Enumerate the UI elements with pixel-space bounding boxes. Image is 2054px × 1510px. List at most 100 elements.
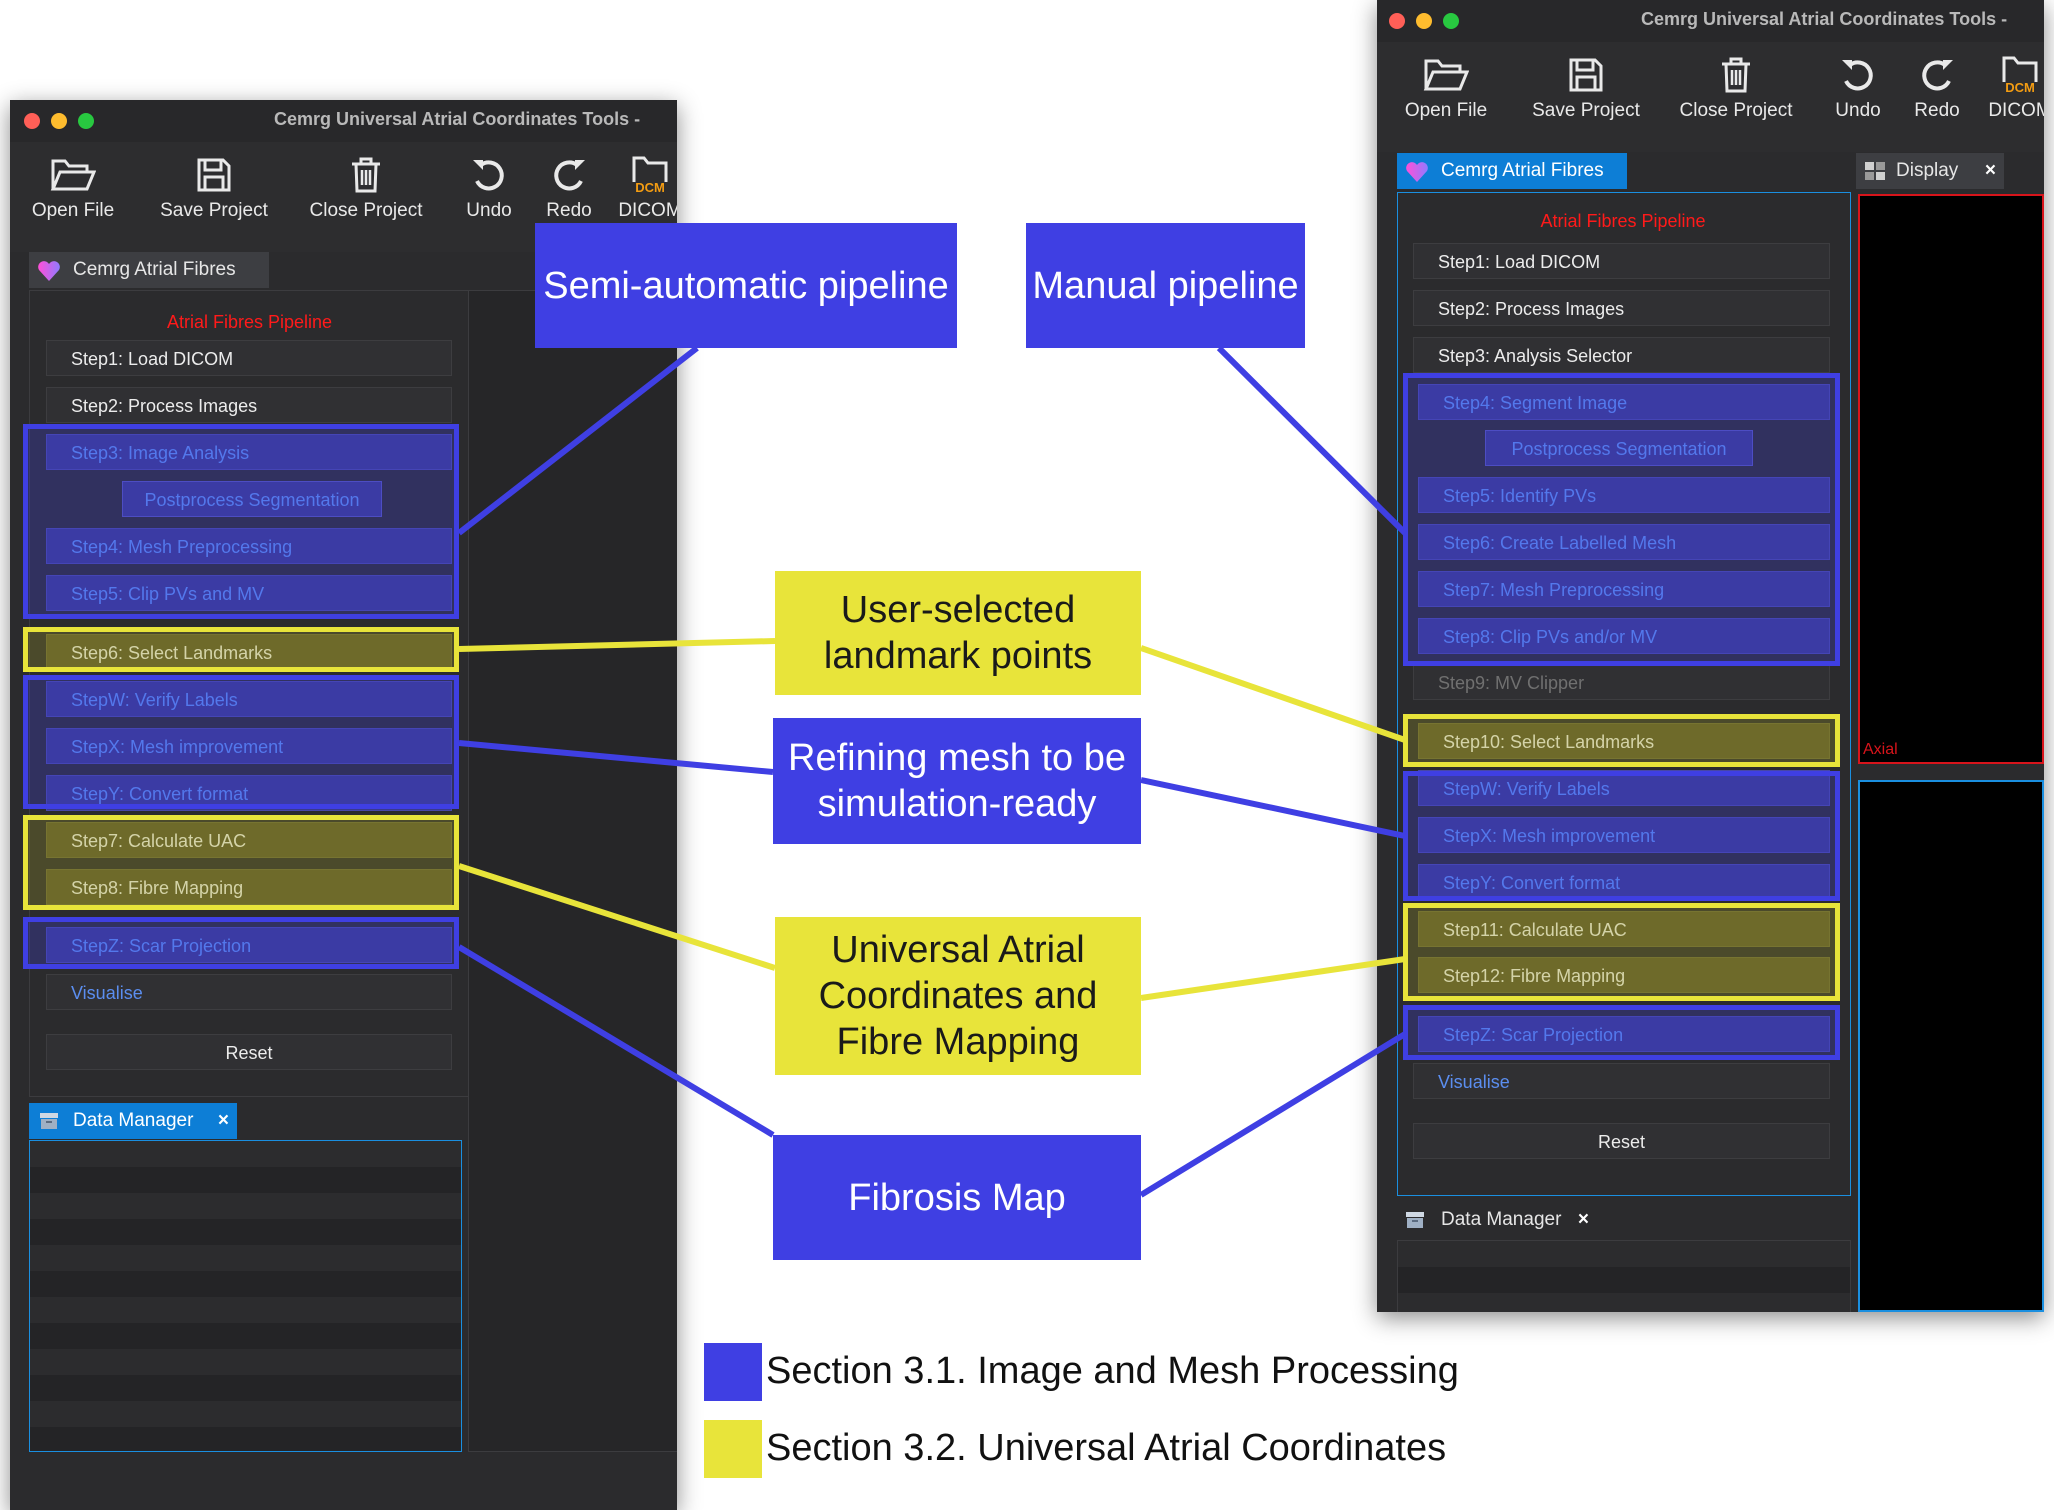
legend-label-section-3-1: Section 3.1. Image and Mesh Processing — [766, 1350, 1459, 1392]
close-window-button[interactable] — [24, 113, 40, 129]
tab-display[interactable]: Display × — [1856, 153, 2004, 189]
connector-uac-right — [1140, 956, 1406, 1001]
open-file-label: Open File — [31, 200, 115, 221]
redo-label: Redo — [546, 200, 592, 221]
visualise-button[interactable]: Visualise — [1413, 1063, 1830, 1099]
reset-button[interactable]: Reset — [1413, 1123, 1830, 1159]
tab-cemrg-atrial-fibres[interactable]: Cemrg Atrial Fibres — [29, 252, 269, 288]
highlight-right-scar — [1403, 1005, 1840, 1060]
visualise-button[interactable]: Visualise — [46, 974, 452, 1010]
highlight-right-uac — [1403, 903, 1840, 1001]
tab-label: Display — [1896, 160, 1959, 181]
tab-cemrg-atrial-fibres[interactable]: Cemrg Atrial Fibres — [1397, 153, 1627, 189]
redo-label: Redo — [1914, 100, 1960, 121]
undo-label: Undo — [1835, 100, 1881, 121]
minimize-window-button[interactable] — [51, 113, 67, 129]
step5-identify-pvs-button[interactable]: Step5: Identify PVs — [1418, 477, 1830, 513]
close-project-label: Close Project — [1679, 100, 1793, 121]
viewer-area — [468, 290, 677, 1452]
stepz-scar-projection-button[interactable]: StepZ: Scar Projection — [1418, 1016, 1830, 1052]
maximize-window-button[interactable] — [1443, 13, 1459, 29]
window-title: Cemrg Universal Atrial Coordinates Tools… — [274, 109, 641, 129]
connector-uac-left — [458, 863, 776, 971]
step2-process-images-button[interactable]: Step2: Process Images — [46, 387, 452, 423]
step7-calculate-uac-button[interactable]: Step7: Calculate UAC — [46, 822, 452, 858]
undo-icon — [1842, 60, 1873, 91]
tab-label: Cemrg Atrial Fibres — [1441, 160, 1604, 181]
trash-icon — [352, 157, 380, 193]
step10-select-landmarks-button[interactable]: Step10: Select Landmarks — [1418, 723, 1830, 759]
stepx-mesh-improvement-button[interactable]: StepX: Mesh improvement — [46, 728, 452, 764]
step6-select-landmarks-button[interactable]: Step6: Select Landmarks — [46, 634, 452, 670]
step11-calculate-uac-button[interactable]: Step11: Calculate UAC — [1418, 911, 1830, 947]
step1-load-dicom-button[interactable]: Step1: Load DICOM — [1413, 243, 1830, 279]
close-project-button[interactable]: Close Project — [1671, 44, 1801, 148]
undo-button[interactable]: Undo — [454, 144, 524, 248]
postprocess-segmentation-button[interactable]: Postprocess Segmentation — [122, 481, 382, 517]
close-tab-icon[interactable]: × — [1984, 160, 1996, 181]
open-file-button[interactable]: Open File — [28, 144, 118, 248]
open-file-label: Open File — [1404, 100, 1488, 121]
data-manager-list[interactable] — [1397, 1240, 1851, 1312]
callout-text: Manual pipeline — [1032, 264, 1299, 307]
step4-mesh-preprocessing-button[interactable]: Step4: Mesh Preprocessing — [46, 528, 452, 564]
close-project-button[interactable]: Close Project — [301, 144, 431, 248]
dicom-folder-icon: DCM — [632, 156, 668, 194]
save-project-button[interactable]: Save Project — [152, 144, 276, 248]
maximize-window-button[interactable] — [78, 113, 94, 129]
dicom-button[interactable]: DCM DICOM — [612, 144, 677, 248]
tab-label: Cemrg Atrial Fibres — [73, 259, 236, 280]
stepw-verify-labels-button[interactable]: StepW: Verify Labels — [46, 681, 452, 717]
right-toolbar: Open File Save Project Close Project Und… — [1377, 42, 2044, 152]
step8-fibre-mapping-button[interactable]: Step8: Fibre Mapping — [46, 869, 452, 905]
dcm-badge: DCM — [635, 180, 665, 194]
callout-text: Semi-automatic pipeline — [543, 264, 949, 307]
close-tab-icon[interactable]: × — [217, 1110, 229, 1131]
close-tab-icon[interactable]: × — [1577, 1209, 1589, 1230]
redo-button[interactable]: Redo — [536, 144, 602, 248]
tab-data-manager[interactable]: Data Manager × — [29, 1103, 237, 1139]
step8-clip-pvs-mv-button[interactable]: Step8: Clip PVs and/or MV — [1418, 618, 1830, 654]
stepy-convert-format-button[interactable]: StepY: Convert format — [1418, 864, 1830, 900]
callout-fibrosis-map: Fibrosis Map — [773, 1135, 1141, 1260]
redo-button[interactable]: Redo — [1904, 44, 1970, 148]
step4-segment-image-button[interactable]: Step4: Segment Image — [1418, 384, 1830, 420]
step3-image-analysis-button[interactable]: Step3: Image Analysis — [46, 434, 452, 470]
open-file-button[interactable]: Open File — [1401, 44, 1491, 148]
dicom-button[interactable]: DCM DICOM — [1982, 44, 2044, 148]
connector-landmarks-left — [458, 638, 776, 652]
reset-button[interactable]: Reset — [46, 1034, 452, 1070]
save-project-label: Save Project — [160, 200, 268, 221]
step6-create-labelled-mesh-button[interactable]: Step6: Create Labelled Mesh — [1418, 524, 1830, 560]
stepz-scar-projection-button[interactable]: StepZ: Scar Projection — [46, 927, 452, 963]
step3-analysis-selector-button[interactable]: Step3: Analysis Selector — [1413, 337, 1830, 373]
undo-label: Undo — [466, 200, 512, 221]
highlight-right-refining — [1403, 771, 1840, 901]
tab-data-manager[interactable]: Data Manager × — [1397, 1202, 1597, 1238]
callout-line: Refining mesh to be — [788, 737, 1126, 779]
step1-load-dicom-button[interactable]: Step1: Load DICOM — [46, 340, 452, 376]
callout-line: User-selected — [840, 589, 1076, 631]
axial-view[interactable]: Axial — [1858, 194, 2044, 764]
connector-refining-right — [1140, 777, 1406, 839]
step2-process-images-button[interactable]: Step2: Process Images — [1413, 290, 1830, 326]
callout-semi-automatic-pipeline: Semi-automatic pipeline — [535, 223, 957, 348]
step5-clip-pvs-mv-button[interactable]: Step5: Clip PVs and MV — [46, 575, 452, 611]
postprocess-segmentation-button[interactable]: Postprocess Segmentation — [1485, 430, 1753, 466]
connector-fibrosis-right — [1139, 1031, 1407, 1198]
step12-fibre-mapping-button[interactable]: Step12: Fibre Mapping — [1418, 957, 1830, 993]
right-app-window: Cemrg Universal Atrial Coordinates Tools… — [1377, 0, 2044, 1312]
undo-button[interactable]: Undo — [1823, 44, 1893, 148]
close-window-button[interactable] — [1389, 13, 1405, 29]
dcm-badge: DCM — [2005, 80, 2035, 94]
minimize-window-button[interactable] — [1416, 13, 1432, 29]
data-manager-list[interactable] — [29, 1140, 462, 1452]
legend-swatch-blue — [704, 1343, 762, 1401]
second-view[interactable] — [1858, 780, 2044, 1312]
connector-refining-left — [458, 740, 774, 775]
stepw-verify-labels-button[interactable]: StepW: Verify Labels — [1418, 770, 1830, 806]
save-project-button[interactable]: Save Project — [1524, 44, 1648, 148]
step7-mesh-preprocessing-button[interactable]: Step7: Mesh Preprocessing — [1418, 571, 1830, 607]
callout-line: simulation-ready — [817, 783, 1097, 825]
stepx-mesh-improvement-button[interactable]: StepX: Mesh improvement — [1418, 817, 1830, 853]
